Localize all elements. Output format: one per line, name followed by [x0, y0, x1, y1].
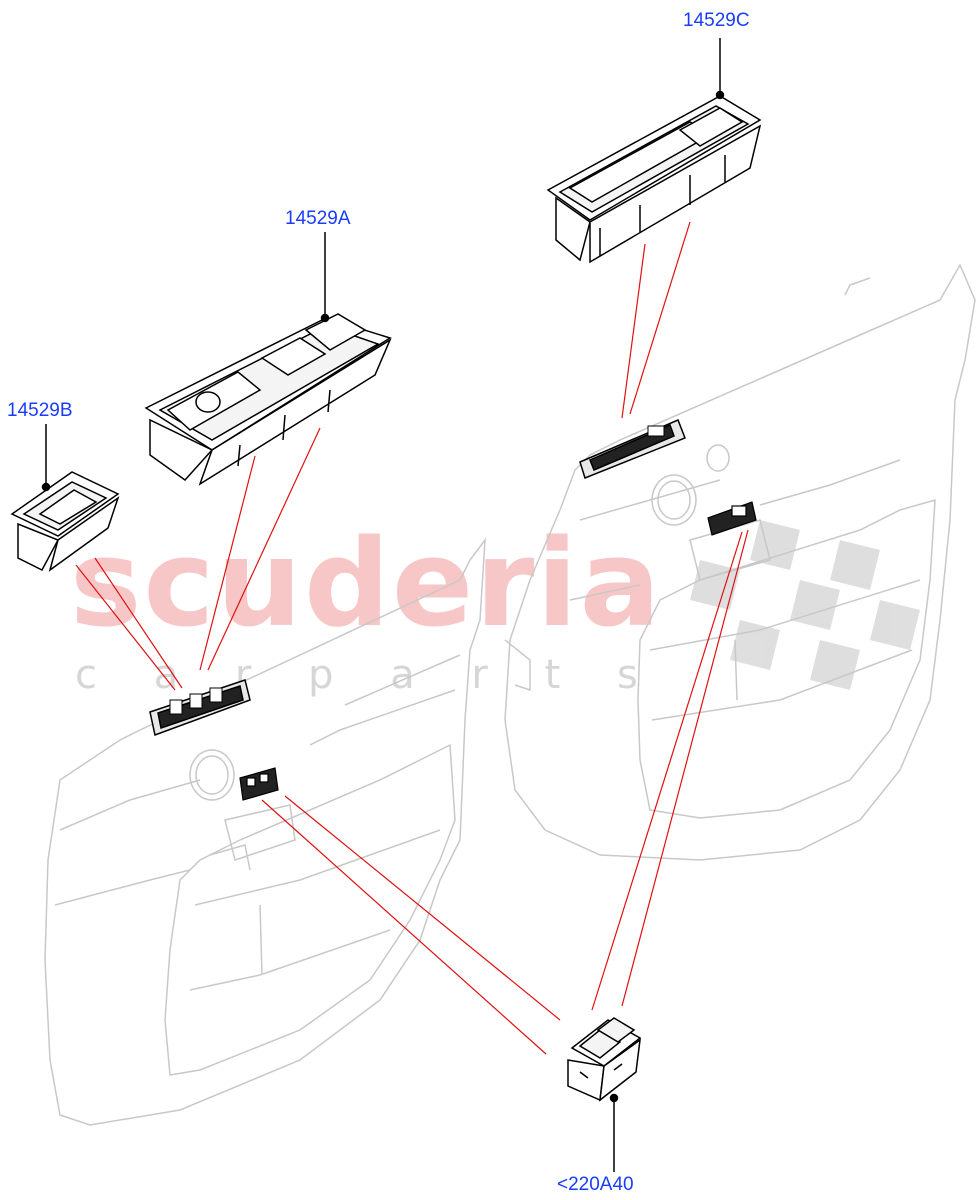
- callout-label-220A40[interactable]: <220A40: [557, 1174, 634, 1195]
- leader-lines: [75, 221, 749, 1055]
- watermark-text: scuderia: [70, 515, 663, 654]
- callout-stems: [41, 38, 725, 1172]
- front-door-trim-panel: [44, 537, 486, 1126]
- front-door-switch-pack-installed: [149, 679, 251, 737]
- rear-door-trim-panel: [504, 263, 976, 861]
- part-14529A-switch-pack[interactable]: [144, 313, 392, 486]
- callout-label-14529C[interactable]: 14529C: [683, 10, 750, 31]
- rear-door-rear-switch-installed: [707, 501, 757, 536]
- watermark-subtext: c a r p a r t s: [75, 652, 660, 698]
- front-door-rear-switch-installed: [239, 767, 279, 801]
- watermark: scuderia c a r p a r t s: [70, 515, 920, 698]
- callout-label-14529B[interactable]: 14529B: [7, 400, 73, 421]
- part-220A40-switch[interactable]: [567, 1017, 642, 1102]
- part-14529B-switch[interactable]: [10, 471, 120, 572]
- rear-door-switch-pack-installed: [579, 419, 686, 479]
- part-14529C-switch-pack[interactable]: [546, 95, 762, 264]
- checkered-flag-icon: [690, 520, 920, 690]
- callout-label-14529A[interactable]: 14529A: [285, 208, 351, 229]
